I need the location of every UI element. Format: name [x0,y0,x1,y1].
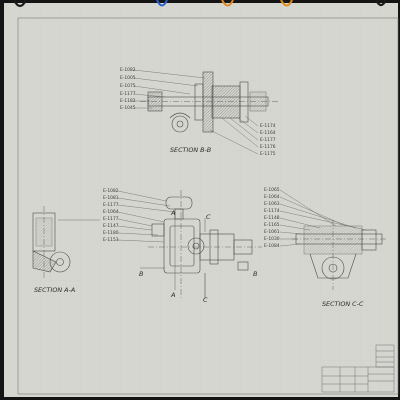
clip-black-right [375,0,387,7]
main-label-4: E-1177 [103,216,119,222]
clip-black-left [13,0,27,8]
main-label-6: E-1180 [103,230,119,236]
main-bearing-circle [187,237,205,255]
bb-label-left-3: E-1177 [120,91,136,97]
section-bb-view [140,71,278,133]
main-label-7: E-1153 [103,237,119,243]
section-aa-view [32,206,100,280]
cc-label-2: E-1063 [264,201,280,207]
section-bb-title: SECTION B-B [170,146,211,154]
letter-a-bottom: A [170,291,175,299]
letter-c-top: C [206,213,211,221]
bb-gear-flange [202,71,214,133]
bb-label-right-4: E-1175 [260,151,276,157]
paper-grid [4,3,398,397]
clip-orange-2 [280,0,293,7]
letter-b-left: B [139,270,144,278]
bb-label-left-0: E-1082 [120,67,136,73]
main-assembly-view [140,190,262,300]
aa-gear [49,251,71,273]
section-bb-leaders-left [133,69,206,109]
cc-label-0: E-1065 [264,187,280,193]
cc-label-5: E-1165 [264,222,280,228]
bb-worm [171,115,189,133]
cc-label-4: E-1148 [264,215,280,221]
bb-label-right-3: E-1176 [260,144,276,150]
main-label-1: E-1081 [103,195,119,201]
section-aa-title: SECTION A-A [34,286,75,294]
section-bb-labels-left: E-1082 E-1005 E-1075 E-1177 E-1182 E-104… [120,67,136,111]
bb-label-left-5: E-1045 [120,105,136,111]
main-view-leaders [117,190,176,243]
bb-label-left-4: E-1182 [120,98,136,104]
section-bb-leaders-right [209,115,259,155]
main-label-2: E-1177 [103,202,119,208]
bb-label-left-2: E-1075 [120,83,136,89]
clip-blue [156,0,168,7]
bb-label-left-1: E-1005 [120,75,136,81]
section-cc-view [292,220,388,290]
main-view-section-letters: A C B A C B [139,209,258,304]
bb-label-right-1: E-1164 [260,130,276,136]
section-bb-labels-right: E-1174 E-1164 E-1177 E-1176 E-1175 [260,123,276,157]
binder-clips [13,0,387,8]
main-view-labels: E-1082 E-1081 E-1177 E-1064 E-1177 E-114… [103,188,119,243]
section-cc-labels: E-1065 E-1064 E-1063 E-1174 E-1148 E-116… [264,187,280,249]
section-cc-leaders [279,189,367,247]
main-label-0: E-1082 [103,188,119,194]
section-cc-title: SECTION C-C [322,300,364,308]
main-label-3: E-1064 [103,209,119,215]
cc-label-3: E-1174 [264,208,280,214]
letter-c-bottom: C [203,296,208,304]
bb-label-right-2: E-1177 [260,137,276,143]
drawing-border [17,17,399,395]
cc-label-8: E-1084 [264,243,280,249]
letter-a-top: A [170,209,175,217]
cc-label-7: E-1030 [264,236,280,242]
cc-label-6: E-1061 [264,229,280,235]
letter-b-right: B [253,270,258,278]
bb-label-right-0: E-1174 [260,123,276,129]
clip-orange-1 [221,0,234,7]
bb-housing [211,85,241,119]
cc-label-1: E-1064 [264,194,280,200]
main-label-5: E-1147 [103,223,119,229]
title-block [321,344,395,393]
